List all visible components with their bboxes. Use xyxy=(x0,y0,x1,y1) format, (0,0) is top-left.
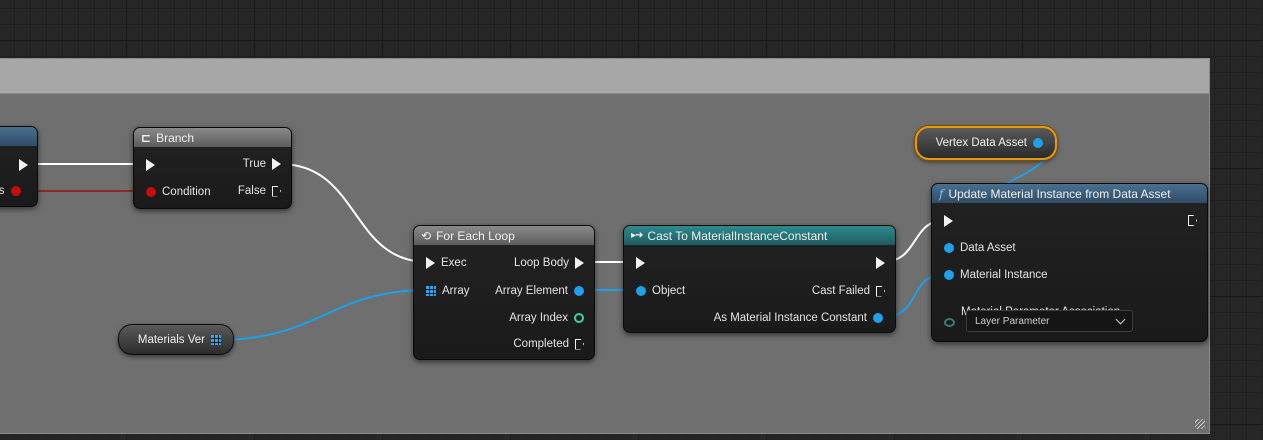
loop-exec-label: Exec xyxy=(441,257,467,269)
loop-body-row: Loop Body xyxy=(514,257,584,269)
for-each-loop-node[interactable]: ⟲ For Each Loop Exec Array Loop Body Arr… xyxy=(413,225,595,360)
loop-array-row: Array xyxy=(426,285,469,297)
update-data-asset-label: Data Asset xyxy=(960,242,1016,254)
array-pin-icon[interactable] xyxy=(211,334,221,345)
loop-completed-label: Completed xyxy=(513,338,569,350)
partial-pin-label: ss xyxy=(0,185,5,197)
update-exec-in-pin[interactable] xyxy=(944,215,953,227)
loop-index-row: Array Index xyxy=(509,312,584,324)
update-exec-out-pin[interactable] xyxy=(1188,215,1197,226)
comment-header[interactable] xyxy=(0,59,1209,94)
branch-exec-in-pin[interactable] xyxy=(146,159,155,171)
partial-pin-row: ss xyxy=(0,185,21,197)
loop-element-pin[interactable] xyxy=(574,286,584,296)
function-icon: f xyxy=(939,186,944,201)
update-material-instance-pin[interactable] xyxy=(944,270,954,280)
cast-failed-label: Cast Failed xyxy=(811,285,870,297)
vertex-data-asset-pin[interactable] xyxy=(1033,138,1043,148)
param-association-dropdown[interactable]: Layer Parameter xyxy=(966,310,1133,332)
loop-icon: ⟲ xyxy=(421,228,432,243)
update-material-node[interactable]: f Update Material Instance from Data Ass… xyxy=(931,183,1208,342)
branch-condition-pin[interactable] xyxy=(146,187,156,197)
resize-grip[interactable] xyxy=(1195,419,1205,429)
loop-body-pin[interactable] xyxy=(575,257,584,269)
param-association-value: Layer Parameter xyxy=(975,315,1050,327)
cast-node-header: ▸➜ Cast To MaterialInstanceConstant xyxy=(624,226,895,245)
cast-object-pin[interactable] xyxy=(636,286,646,296)
cast-icon: ▸➜ xyxy=(631,230,643,241)
partial-node-header xyxy=(0,127,37,146)
cast-failed-row: Cast Failed xyxy=(812,285,885,297)
update-data-asset-row: Data Asset xyxy=(944,242,1016,254)
loop-completed-pin[interactable] xyxy=(575,338,584,350)
branch-icon: ⊏ xyxy=(141,130,152,145)
loop-exec-in-pin[interactable] xyxy=(426,257,435,269)
cast-object-row: Object xyxy=(636,285,685,297)
cast-as-mic-label: As Material Instance Constant xyxy=(713,312,867,324)
loop-element-label: Array Element xyxy=(495,285,568,297)
loop-completed-row: Completed xyxy=(513,338,584,350)
update-param-association-pin[interactable] xyxy=(944,318,955,327)
for-each-loop-title: For Each Loop xyxy=(436,228,515,243)
cast-failed-pin[interactable] xyxy=(876,285,885,297)
for-each-loop-header: ⟲ For Each Loop xyxy=(414,226,594,245)
partial-node[interactable]: ss xyxy=(0,126,38,207)
update-material-instance-row: Material Instance xyxy=(944,269,1048,281)
branch-node[interactable]: ⊏ Branch Condition True False xyxy=(133,127,292,209)
exec-wire-branch-true-to-loop xyxy=(279,163,429,263)
materials-ver-label: Materials Ver xyxy=(137,333,205,346)
branch-false-row: False xyxy=(238,185,281,197)
loop-body-label: Loop Body xyxy=(514,257,569,269)
loop-index-label: Array Index xyxy=(509,312,568,324)
loop-exec-row: Exec xyxy=(426,257,467,269)
branch-node-header: ⊏ Branch xyxy=(134,128,291,147)
cast-node[interactable]: ▸➜ Cast To MaterialInstanceConstant Obje… xyxy=(623,225,896,333)
branch-false-pin[interactable] xyxy=(272,185,281,197)
branch-condition-row: Condition xyxy=(146,186,211,198)
branch-true-pin[interactable] xyxy=(272,158,281,170)
update-material-header: f Update Material Instance from Data Ass… xyxy=(932,184,1207,203)
loop-array-label: Array xyxy=(442,285,470,297)
cast-as-mic-row: As Material Instance Constant xyxy=(714,312,883,324)
branch-title: Branch xyxy=(156,130,195,145)
branch-true-row: True xyxy=(243,158,281,170)
update-material-title: Update Material Instance from Data Asset xyxy=(948,186,1171,201)
exec-out-pin[interactable] xyxy=(19,159,28,171)
branch-true-label: True xyxy=(242,158,266,170)
update-data-asset-pin[interactable] xyxy=(944,243,954,253)
branch-false-label: False xyxy=(237,185,266,197)
cast-exec-in-pin[interactable] xyxy=(636,257,645,269)
cast-title: Cast To MaterialInstanceConstant xyxy=(647,228,828,243)
branch-condition-label: Condition xyxy=(162,186,211,198)
update-material-instance-label: Material Instance xyxy=(960,269,1048,281)
cast-object-label: Object xyxy=(652,285,686,297)
chevron-down-icon xyxy=(1115,314,1126,325)
loop-array-pin[interactable] xyxy=(426,286,436,296)
array-wire-materials xyxy=(215,289,429,341)
vertex-data-asset-variable[interactable]: Vertex Data Asset xyxy=(915,126,1057,160)
cast-exec-out-pin[interactable] xyxy=(876,257,885,269)
loop-index-pin[interactable] xyxy=(574,313,584,323)
cast-as-mic-pin[interactable] xyxy=(873,313,883,323)
loop-element-row: Array Element xyxy=(495,285,584,297)
vertex-data-asset-label: Vertex Data Asset xyxy=(935,137,1027,149)
bool-out-pin[interactable] xyxy=(10,186,21,196)
materials-ver-variable[interactable]: Materials Ver xyxy=(118,324,234,355)
